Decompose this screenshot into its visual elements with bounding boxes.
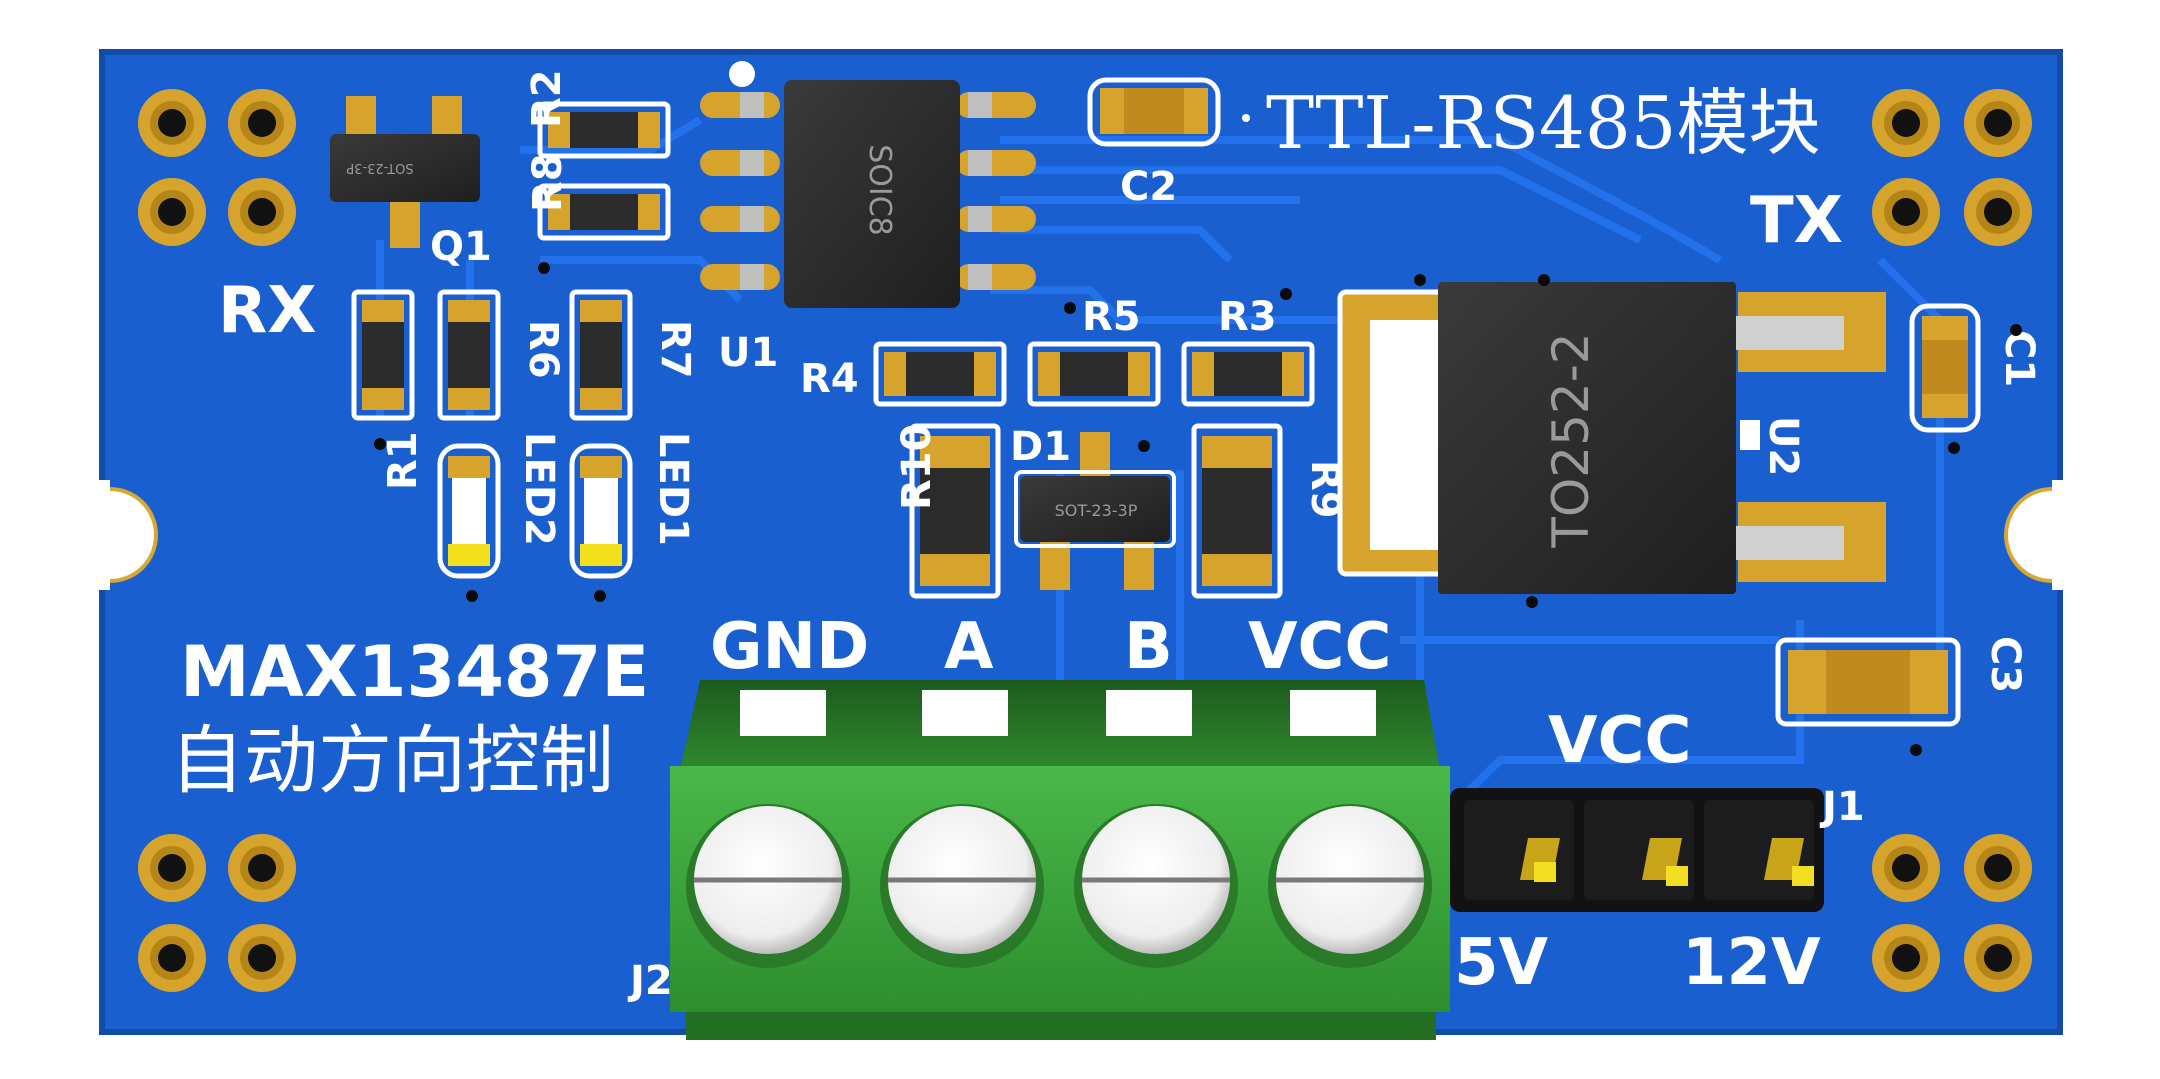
- u1-soic8: SOIC8 U1: [700, 61, 1036, 376]
- j1-label: J1: [1819, 784, 1865, 830]
- description-label: 自动方向控制: [170, 718, 614, 804]
- r2-resistor: [537, 101, 671, 159]
- r10-resistor: [909, 423, 1001, 599]
- j2-label: J2: [627, 958, 673, 1004]
- led1: [569, 443, 633, 579]
- j1-jumper-header: J1: [1450, 784, 1865, 912]
- led2: [437, 443, 501, 579]
- u2-package-label: TO252-2: [1542, 332, 1600, 548]
- r7-label: R7: [652, 320, 698, 379]
- terminal-vcc-label: VCC: [1248, 610, 1391, 684]
- terminal-screw-3: [1074, 804, 1238, 968]
- d1-diode: SOT-23-3P D1: [1010, 424, 1176, 590]
- r10-label: R10: [894, 424, 940, 510]
- r7-resistor: [569, 289, 633, 421]
- jumper-12v-label: 12V: [1682, 926, 1821, 1000]
- terminal-screw-4: [1268, 804, 1432, 968]
- c1-label: C1: [1996, 330, 2042, 387]
- r1-resistor: [351, 289, 415, 421]
- c2-label: C2: [1120, 164, 1177, 210]
- r8-resistor: [537, 183, 671, 241]
- jumper-5v-label: 5V: [1454, 926, 1549, 1000]
- terminal-screw-1: [686, 804, 850, 968]
- r3-label: R3: [1218, 294, 1277, 340]
- d1-label: D1: [1010, 424, 1071, 470]
- q1-package-label: SOT-23-3P: [346, 160, 413, 175]
- r9-resistor: [1191, 423, 1283, 599]
- tx-label: TX: [1750, 184, 1843, 258]
- vias: [374, 262, 2022, 756]
- terminal-a-label: A: [944, 610, 994, 684]
- chip-name-label: MAX13487E: [180, 631, 649, 713]
- header-holes: [138, 89, 2032, 992]
- r5-resistor: [1027, 341, 1161, 407]
- r6-label: R6: [520, 320, 566, 379]
- q1-transistor: SOT-23-3P Q1: [330, 96, 492, 270]
- led1-label: LED1: [650, 432, 696, 546]
- r4-label: R4: [800, 356, 859, 402]
- c2-capacitor: C2: [1087, 77, 1250, 210]
- r3-resistor: [1181, 341, 1315, 407]
- board-title: TTL-RS485模块: [1266, 81, 1821, 165]
- r4-resistor: [873, 341, 1007, 407]
- r6-resistor: [437, 289, 501, 421]
- u2-regulator: TO252-2 U2: [1337, 282, 1886, 594]
- terminal-screw-2: [880, 804, 1044, 968]
- r2-label: R2: [524, 69, 570, 128]
- d1-package-label: SOT-23-3P: [1055, 501, 1138, 520]
- jumper-vcc-label: VCC: [1548, 704, 1691, 778]
- j2-screw-terminal: J2: [627, 680, 1450, 1040]
- u1-label: U1: [718, 330, 778, 376]
- c3-label: C3: [1982, 636, 2028, 693]
- terminal-gnd-label: GND: [710, 610, 869, 684]
- r5-label: R5: [1082, 294, 1141, 340]
- c3-capacitor: C3: [1775, 636, 2028, 727]
- q1-label: Q1: [430, 224, 492, 270]
- u1-package-label: SOIC8: [862, 144, 897, 236]
- u2-label: U2: [1760, 416, 1806, 476]
- r1-label: R1: [380, 431, 426, 490]
- rx-label: RX: [218, 274, 317, 348]
- led2-label: LED2: [516, 432, 562, 546]
- terminal-b-label: B: [1124, 610, 1173, 684]
- c1-capacitor: C1: [1909, 303, 2042, 433]
- r8-label: R8: [525, 153, 571, 212]
